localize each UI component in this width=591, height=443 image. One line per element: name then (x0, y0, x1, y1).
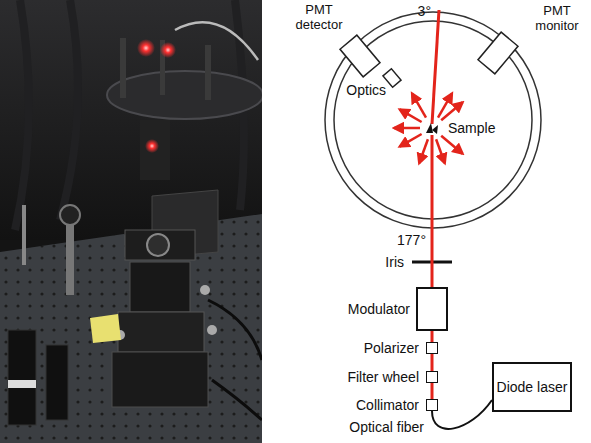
laser-beam (431, 135, 434, 287)
filter-wheel: Filter wheel (426, 371, 438, 383)
table-holes (0, 214, 262, 443)
scatter-arrow (441, 136, 462, 154)
translation-stage (118, 312, 204, 352)
post-label (8, 380, 36, 388)
ir-card (90, 314, 121, 343)
polarizer: Polarizer (426, 342, 438, 354)
part-label: PMT detector (288, 3, 350, 33)
post (120, 38, 126, 98)
part-label: PMT monitor (528, 4, 586, 34)
laser-spot (160, 42, 176, 58)
mount-stack (125, 230, 195, 260)
modulator-body (147, 234, 169, 256)
part-label: Filter wheel (347, 369, 419, 385)
sample-symbol (425, 121, 439, 135)
pmt-detector: PMT detector (338, 34, 382, 78)
part-label: Polarizer (364, 340, 419, 356)
pmt-monitor: PMT monitor (476, 31, 520, 75)
post-holder (8, 330, 36, 425)
part-label: Optics (346, 82, 386, 98)
post (205, 45, 211, 100)
post (66, 225, 74, 295)
sample-mount (140, 120, 170, 180)
transmitted-beam (432, 10, 439, 124)
scatter-arrow (419, 139, 428, 163)
cable (208, 300, 262, 420)
part-label: Collimator (356, 397, 419, 413)
cable (175, 22, 258, 60)
angle-label: 3° (418, 3, 431, 19)
laser-beam (431, 383, 434, 399)
scatter-arrow (394, 127, 420, 130)
part-label: Iris (385, 254, 404, 270)
part-label: Modulator (348, 301, 410, 317)
photo-ground (0, 0, 262, 443)
photo-curtain (0, 0, 262, 240)
scatter-arrow (412, 93, 426, 117)
optics-block: Optics (382, 68, 402, 88)
laser-beam (431, 354, 434, 371)
laser-spot (137, 39, 155, 57)
sample-particle (432, 125, 438, 134)
sample: Sample (425, 121, 439, 135)
laser-spot (145, 139, 159, 153)
translation-stage (112, 352, 208, 407)
diagram-ground (262, 0, 591, 443)
scatter-arrow (436, 139, 445, 163)
mirror-mount (60, 205, 80, 225)
modulator-box: Modulator (416, 287, 448, 331)
part-label: Optical fiber (349, 419, 424, 435)
post-holder (46, 345, 68, 420)
scatter-arrow (400, 134, 422, 147)
laser-beam (431, 331, 434, 342)
sample-particle (426, 123, 433, 133)
diode-laser: Diode laser (492, 362, 572, 412)
tube-body (340, 35, 380, 77)
mount-stack (130, 262, 190, 312)
scatter-arrow (400, 109, 422, 122)
optical-fiber (432, 400, 492, 429)
part-label: Sample (448, 120, 495, 136)
scatter-arrow (438, 93, 452, 117)
box-text: Diode laser (497, 379, 568, 395)
optical-table (0, 214, 262, 443)
knob (207, 325, 217, 335)
tube-outline (338, 34, 382, 78)
post (22, 205, 26, 265)
collimator: Collimator (426, 399, 438, 411)
tube-body (478, 32, 518, 74)
knob (200, 285, 210, 295)
angle-label: 177° (397, 232, 426, 248)
rotation-stage (107, 71, 263, 119)
tube-outline (476, 31, 520, 75)
